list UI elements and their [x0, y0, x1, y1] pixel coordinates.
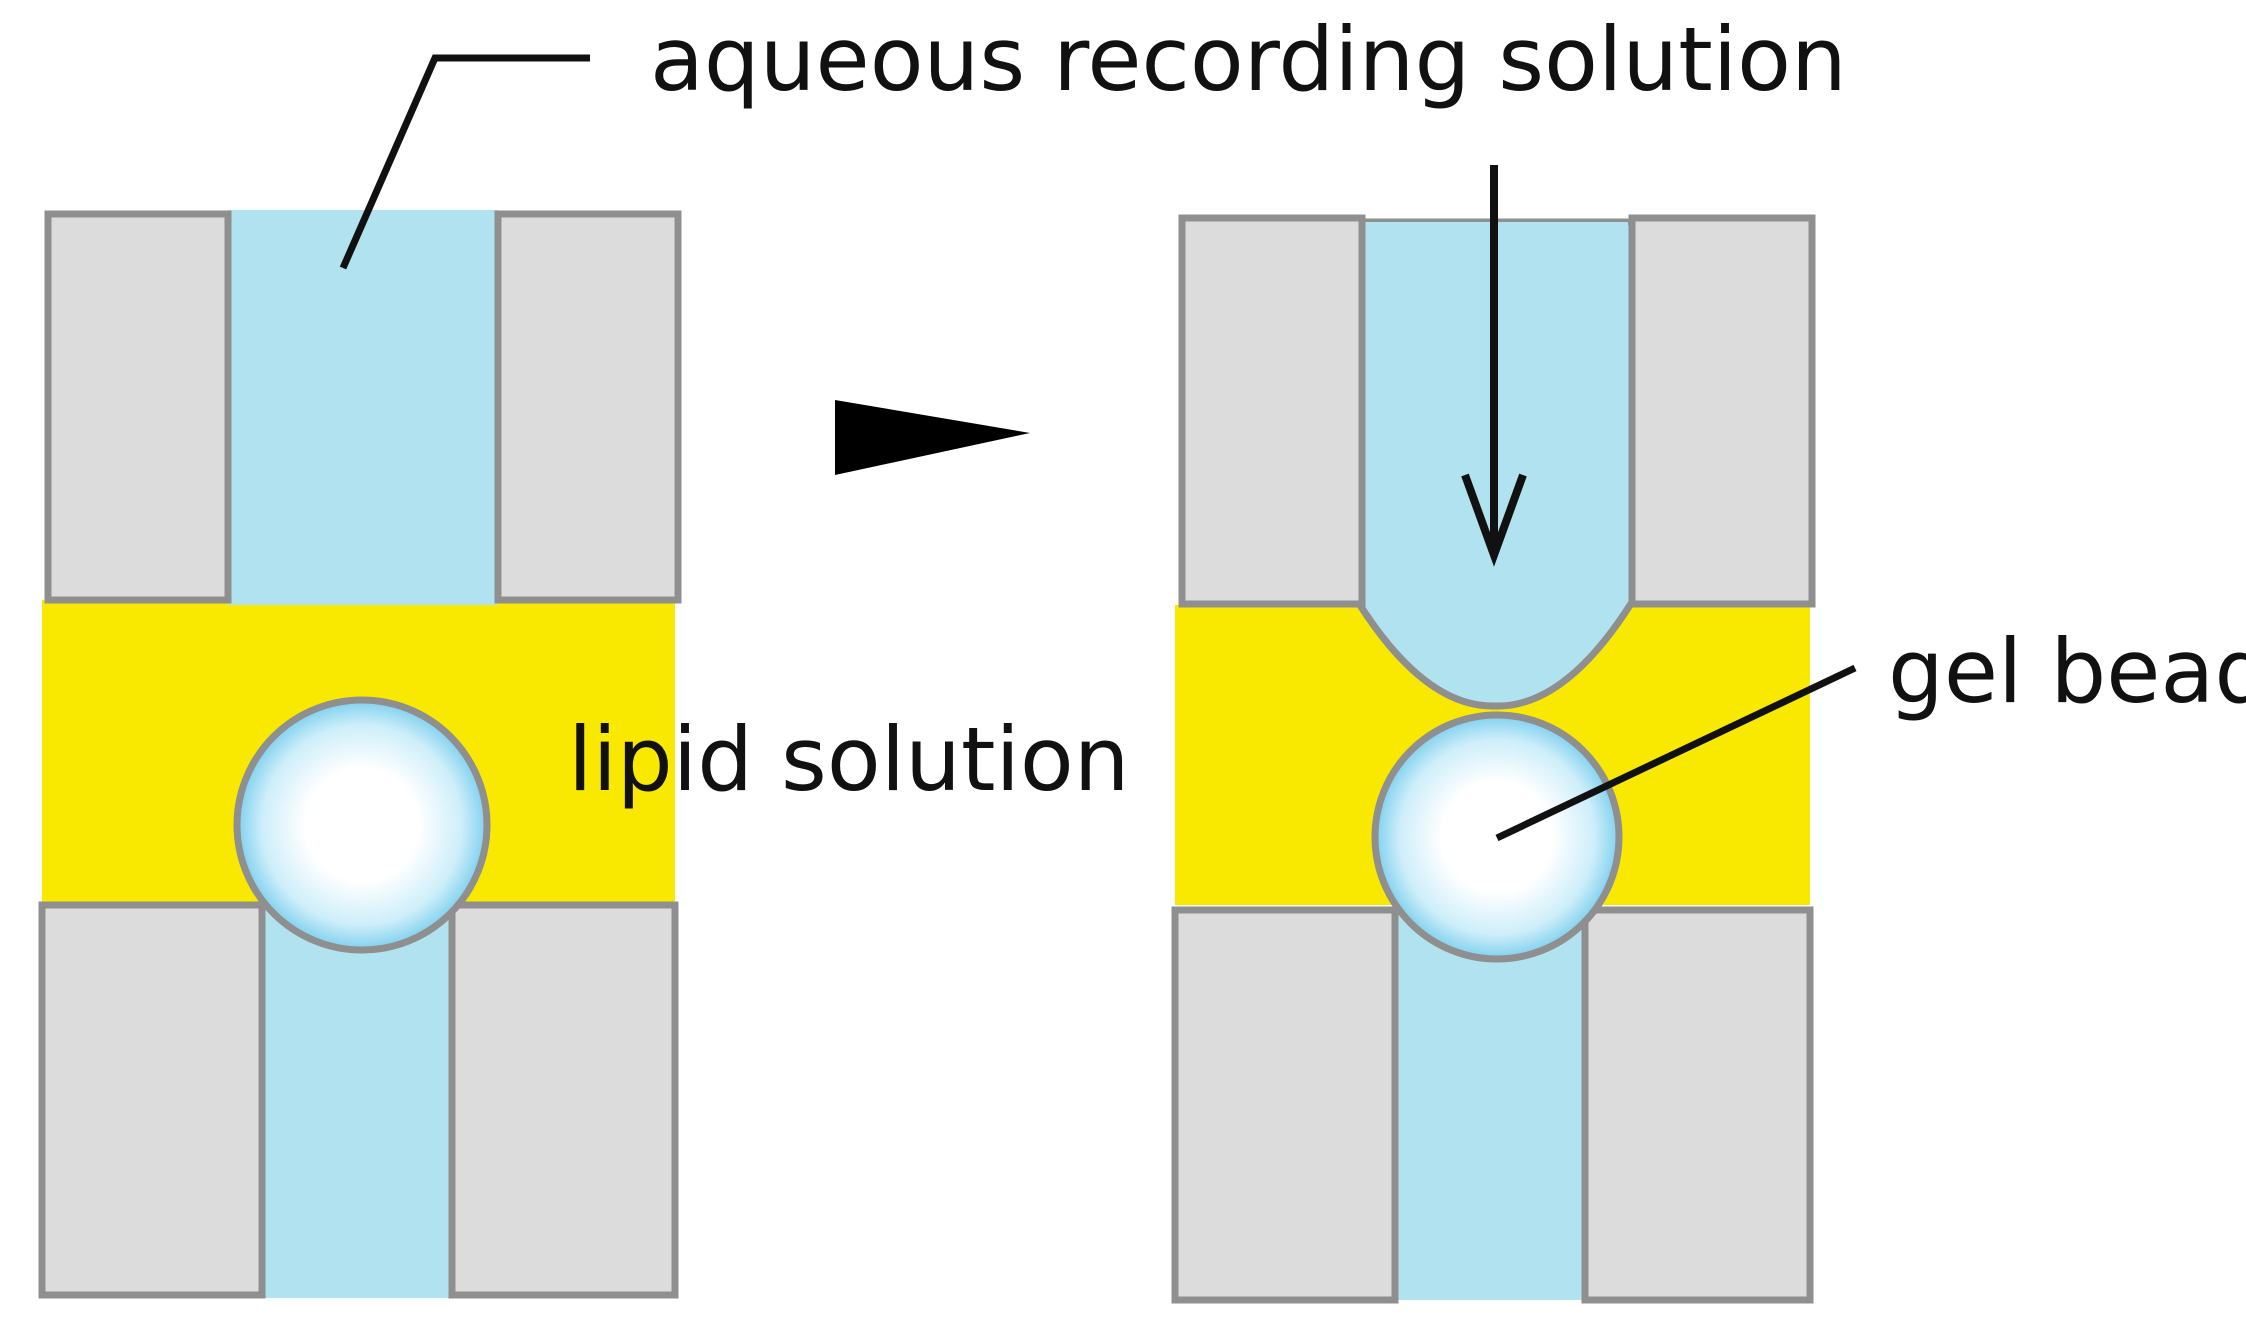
right-panel — [1171, 165, 1816, 1304]
transition-arrowhead — [835, 400, 1030, 475]
substrate-block-top-right-b — [1628, 214, 1816, 608]
gel-bead-left — [233, 696, 491, 954]
gel-bead-label: gel bead — [1888, 620, 2246, 723]
substrate-block-top-left-b — [494, 210, 682, 604]
aqueous-solution-label: aqueous recording solution — [650, 8, 1847, 111]
substrate-block-top-left-a — [44, 210, 232, 604]
aqueous-leader-line — [339, 54, 590, 270]
left-panel — [38, 210, 682, 1299]
downward-arrowhead — [1461, 473, 1527, 567]
substrate-block-bottom-right-b — [1581, 906, 1814, 1304]
substrate-block-bottom-left-b — [448, 901, 679, 1299]
gel-bead-leader-line — [1495, 664, 1857, 842]
aqueous-channel-bottom-left — [262, 900, 452, 1298]
substrate-block-bottom-left-a — [38, 901, 266, 1299]
substrate-block-top-right-a — [1178, 214, 1366, 608]
aqueous-channel-bottom-right — [1395, 905, 1585, 1300]
lipid-solution-label: lipid solution — [568, 708, 1130, 811]
substrate-block-bottom-right-a — [1171, 906, 1399, 1304]
aqueous-channel-top-left — [228, 210, 498, 605]
